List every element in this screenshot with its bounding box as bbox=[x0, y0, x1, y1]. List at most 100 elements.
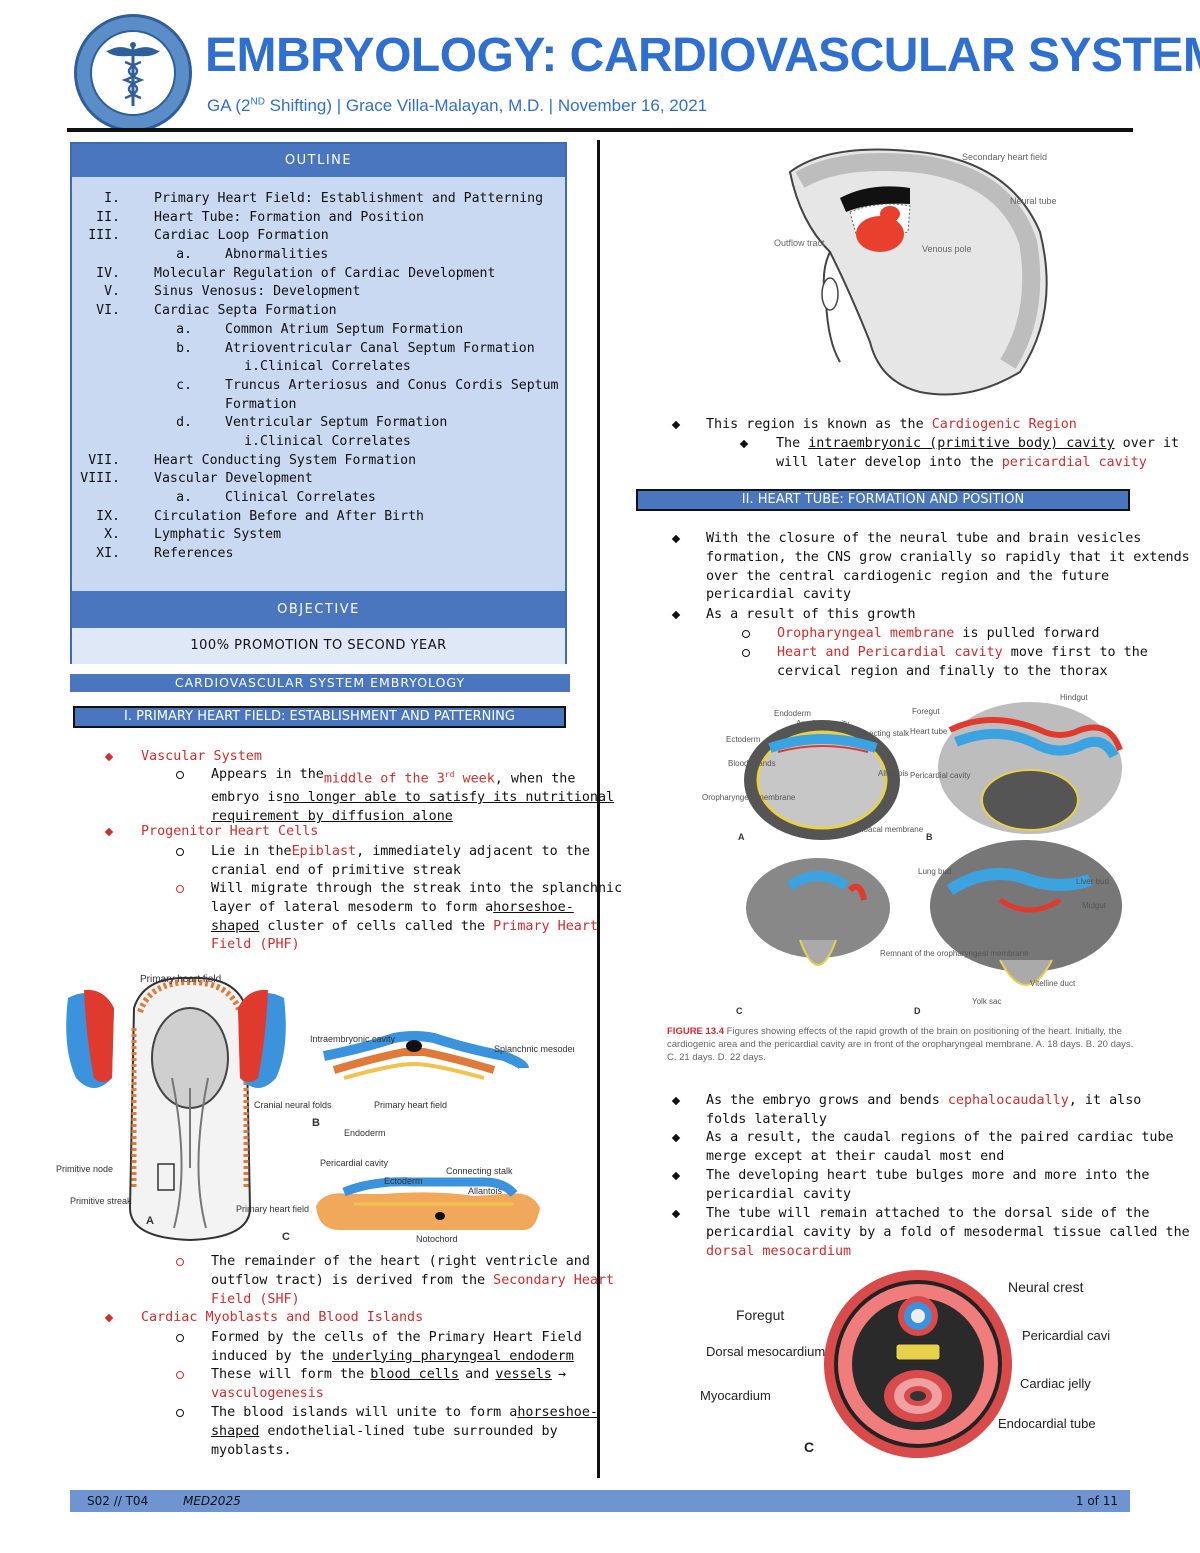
bullet bbox=[671, 534, 681, 544]
label-pericardial-cavity: Pericardial cavity bbox=[1022, 1328, 1110, 1343]
outline-item-label: Abnormalities bbox=[225, 247, 329, 263]
bullet bbox=[671, 1096, 681, 1106]
header-rule bbox=[67, 128, 1133, 132]
outline-item-number: i. bbox=[244, 433, 260, 449]
panel-label-d: D bbox=[914, 1006, 921, 1016]
bullet bbox=[671, 420, 681, 430]
outline-item: IV. Molecular Regulation of Cardiac Devel… bbox=[72, 265, 565, 284]
embryo-panel-d bbox=[930, 840, 1122, 986]
outline-item: IX.Circulation Before and After Birth bbox=[72, 508, 565, 527]
progenitor-title: Progenitor Heart Cells bbox=[141, 824, 319, 839]
outline-item-label: Formation bbox=[225, 396, 297, 412]
label-allantois: Allantois bbox=[468, 1186, 503, 1196]
bullet bbox=[104, 827, 114, 837]
outline-item-label: Clinical Correlates bbox=[260, 359, 411, 375]
label-amniotic-cavity: Amniotic cavity bbox=[796, 719, 849, 728]
outline-item-number: I. bbox=[104, 191, 120, 206]
sub-bullet bbox=[176, 1409, 184, 1417]
sub-bullet bbox=[176, 1371, 184, 1379]
outline-item: V.Sinus Venosus: Development bbox=[72, 283, 565, 302]
outline-item-label: Primary Heart Field: Establishment and P… bbox=[154, 191, 544, 206]
outline-item-number: c. bbox=[176, 377, 192, 393]
label-phf-b: Primary heart field bbox=[374, 1100, 447, 1110]
label-oropharyngeal: Oropharyngeal membrane bbox=[702, 793, 796, 802]
label-pericardial: Pericardial cavity bbox=[910, 771, 970, 780]
panel-label-c: C bbox=[282, 1231, 290, 1243]
phf-crescent-left bbox=[66, 989, 114, 1088]
outline-heading: OUTLINE bbox=[72, 144, 565, 177]
label-primitive-node: Primitive node bbox=[56, 1164, 113, 1174]
section1-heading: I. PRIMARY HEART FIELD: ESTABLISHMENT AN… bbox=[73, 706, 566, 728]
section2-heading: II. HEART TUBE: FORMATION AND POSITION bbox=[636, 489, 1130, 511]
label-cranial-neural-folds: Cranial neural folds bbox=[254, 1100, 332, 1110]
outline-item: II.Heart Tube: Formation and Position bbox=[72, 209, 565, 228]
outline-item-number: VIII. bbox=[80, 471, 120, 487]
page-footer: S02 // T04 MED2025 1 of 11 bbox=[70, 1490, 1130, 1512]
sub-bullet bbox=[176, 1258, 184, 1266]
cross-section-c bbox=[316, 1177, 540, 1230]
outline-item: VI.Cardiac Septa Formation bbox=[72, 302, 565, 321]
remainder-text: The remainder of the heart (right ventri… bbox=[211, 1254, 615, 1307]
outline-item-number: II. bbox=[96, 209, 120, 225]
outline-item-label: Sinus Venosus: Development bbox=[154, 284, 361, 300]
myoblasts-title: Cardiac Myoblasts and Blood Islands bbox=[141, 1310, 424, 1325]
sub-bullet bbox=[176, 1334, 184, 1342]
progenitor-text-2: Will migrate through the streak into the… bbox=[211, 881, 623, 953]
outline-item-label: Common Atrium Septum Formation bbox=[225, 321, 464, 337]
outline-item-number: XI. bbox=[96, 546, 120, 562]
outline-item-label: Clinical Correlates bbox=[260, 433, 411, 449]
outline-item: I. Primary Heart Field: Establishment and… bbox=[72, 190, 565, 209]
panel-label-a: A bbox=[146, 1215, 154, 1227]
school-logo bbox=[74, 14, 192, 132]
heart-tube-text-3: Oropharyngeal membrane is pulled forward bbox=[777, 626, 1100, 641]
outline-item-number: IV. bbox=[96, 265, 120, 281]
outline-item-label: Lymphatic System bbox=[154, 527, 282, 543]
outline-item: X. Lymphatic System bbox=[72, 526, 565, 545]
growth-text-4: The tube will remain attached to the dor… bbox=[706, 1206, 1190, 1259]
label-pericardial-cavity: Pericardial cavity bbox=[320, 1158, 389, 1168]
outline-box: OUTLINE I. Primary Heart Field: Establish… bbox=[70, 142, 567, 664]
document-subtitle: GA (2ND Shifting) | Grace Villa-Malayan,… bbox=[207, 96, 708, 115]
heart-tube-text-4: Heart and Pericardial cavity move first … bbox=[777, 645, 1148, 679]
growth-text-2: As a result, the caudal regions of the p… bbox=[706, 1130, 1174, 1164]
outline-item-number: X. bbox=[104, 527, 120, 543]
growth-text-1: As the embryo grows and bends cephalocau… bbox=[706, 1093, 1142, 1127]
outline-item-number: a. bbox=[176, 247, 192, 263]
vascular-system-title: Vascular System bbox=[141, 749, 262, 764]
outline-item: d.Ventricular Septum Formation bbox=[72, 414, 565, 433]
sub-bullet bbox=[176, 848, 184, 856]
figure-caption: FIGURE 13.4 Figures showing effects of t… bbox=[667, 1026, 1134, 1063]
myoblasts-text-1: Formed by the cells of the Primary Heart… bbox=[211, 1330, 582, 1364]
label-hindgut: Hindgut bbox=[1060, 693, 1088, 702]
label-secondary-heart-field: Secondary heart field bbox=[962, 152, 1047, 162]
outline-item: i.Clinical Correlates bbox=[72, 433, 565, 452]
panel-label-c: C bbox=[804, 1439, 814, 1455]
bullet bbox=[671, 1171, 681, 1181]
outline-item-number: a. bbox=[176, 490, 192, 505]
embryonic-disc bbox=[128, 976, 252, 1242]
outline-item: a. Common Atrium Septum Formation bbox=[72, 321, 565, 340]
label-cardiac-jelly: Cardiac jelly bbox=[1020, 1376, 1091, 1391]
intraembryonic-text: The intraembryonic (primitive body) cavi… bbox=[776, 436, 1180, 470]
outline-item-number: a. bbox=[176, 321, 192, 337]
outline-item-label: Molecular Regulation of Cardiac Developm… bbox=[154, 265, 496, 281]
outline-item: c.Truncus Arteriosus and Conus Cordis Se… bbox=[72, 377, 565, 396]
caduceus-icon bbox=[105, 42, 161, 106]
label-lung-bud: Lung bud bbox=[918, 867, 951, 876]
label-yolk-sac: Yolk sac bbox=[972, 997, 1002, 1006]
label-vitelline: Vitelline duct bbox=[1030, 979, 1076, 988]
outline-item: Formation bbox=[72, 396, 565, 415]
embryo-panel-c bbox=[746, 858, 890, 966]
outline-item: III.Cardiac Loop Formation bbox=[72, 227, 565, 246]
label-foregut: Foregut bbox=[912, 707, 940, 716]
label-primitive-streak: Primitive streak bbox=[70, 1196, 132, 1206]
label-venous-pole: Venous pole bbox=[922, 244, 972, 254]
outline-item: i.Clinical Correlates bbox=[72, 358, 565, 377]
label-heart-tube: Heart tube bbox=[910, 727, 948, 736]
outline-item-number: VII. bbox=[88, 452, 120, 468]
label-phf-c: Primary heart field bbox=[236, 1204, 309, 1214]
outline-item: XI.References bbox=[72, 545, 565, 564]
